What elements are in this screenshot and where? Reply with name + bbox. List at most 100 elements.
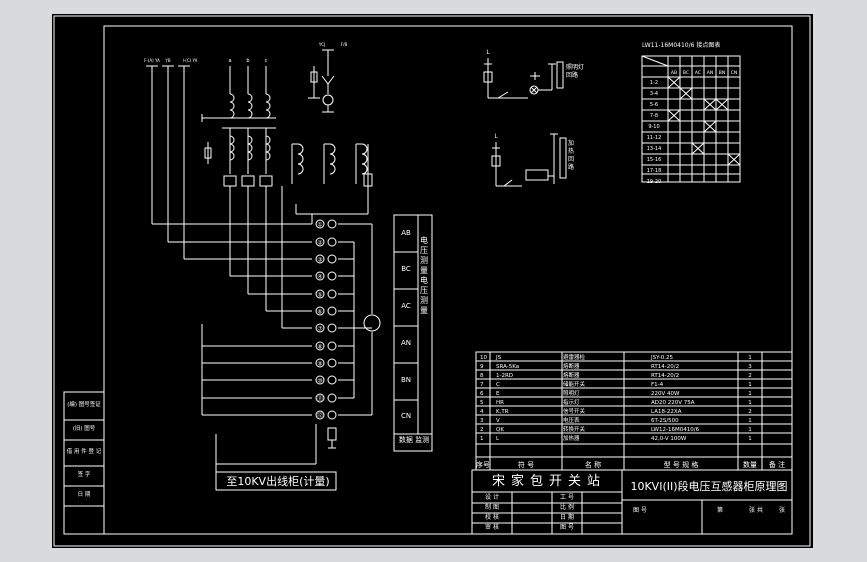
bom-cell: 3 (480, 418, 484, 424)
bus-label: F-(A) YA (144, 58, 160, 63)
contact-chart-frame (641, 55, 741, 183)
contact-row-label: 13-14 (647, 146, 662, 152)
measurement-label: BN (401, 376, 411, 384)
bom-cell: V (496, 418, 500, 424)
bom-table-frame (475, 351, 793, 471)
bom-cell: RT14-20/2 (651, 364, 679, 370)
contact-row-label: 19-20 (647, 179, 662, 185)
terminal-circle (327, 289, 337, 299)
bom-cell: F1-4 (651, 382, 664, 388)
inner-frame (103, 25, 793, 535)
lamp-circuit-label: 照明灯回路 (566, 64, 585, 79)
contact-col-label: BC (683, 70, 689, 76)
terminal-number: ⑩ (317, 378, 322, 385)
terminal-feed-lines (201, 204, 368, 416)
measurement-label: BC (401, 265, 411, 273)
terminal-number: ⑤ (317, 292, 322, 299)
bom-cell: 1 (748, 391, 752, 397)
bom-cell: 2 (480, 427, 484, 433)
bom-cell: SRA-5Ka (496, 364, 519, 370)
terminal-circle (315, 271, 325, 281)
caption-box (215, 471, 337, 491)
bom-cell: 加热器 (563, 434, 580, 442)
terminal-circle (315, 393, 325, 403)
bom-cell: 9 (480, 364, 484, 370)
bom-cell: 5 (480, 400, 484, 406)
lamp-phase-label: L (486, 49, 490, 56)
arrester-circuit (308, 49, 335, 113)
stamp-label: 日 期 (78, 491, 91, 498)
bom-cell: 1 (480, 436, 484, 442)
bom-cell: 信号开关 (563, 407, 586, 415)
terminal-circle (327, 219, 337, 229)
left-stamp-block (63, 391, 105, 535)
bom-cell: HR (496, 400, 504, 406)
heater-circuit-label: 加热回路 (568, 140, 575, 171)
bom-cell: LA18-22XA (651, 409, 682, 415)
sheet-label: 张 (779, 506, 785, 514)
terminal-number: ③ (317, 257, 322, 264)
contact-chart-title: LW11-16M0410/6 接点图表 (642, 42, 721, 49)
bom-cell: 6 (480, 391, 484, 397)
contact-row-label: 5-6 (650, 102, 658, 108)
bus-wires (146, 65, 312, 260)
terminal-circle (327, 254, 337, 264)
terminal-number: ⑪ (317, 395, 323, 403)
terminal-circle (327, 341, 337, 351)
bom-cell: 6T-2S/500 (651, 418, 679, 424)
terminal-circle (327, 323, 337, 333)
bom-cell: 1 (748, 382, 752, 388)
sheet-label: 第 (717, 506, 723, 514)
bom-header: 序号 (476, 460, 490, 469)
phase-label: c (265, 58, 268, 64)
bom-cell: 3 (748, 364, 752, 370)
measurement-table-frame (393, 214, 433, 452)
fuse-row (223, 173, 373, 328)
title-block-frame (471, 469, 793, 535)
bus-label: I-(C) YA (183, 58, 198, 63)
bom-header: 符 号 (518, 460, 534, 469)
title-mid-label: 比 例 (560, 503, 574, 511)
bom-cell: AD20 220V 75A (651, 400, 695, 406)
bom-cell: 照明灯 (563, 389, 580, 397)
bom-cell: 4 (480, 409, 484, 415)
bom-cell: 指示灯 (563, 398, 580, 406)
bom-cell: 避雷器检 (563, 353, 586, 361)
bom-cell: 220V 40W (651, 391, 680, 397)
terminal-circle (315, 375, 325, 385)
title-mid-label: 图 号 (560, 524, 574, 531)
contact-row-label: 9-10 (648, 124, 659, 130)
contact-col-label: AN (707, 70, 713, 76)
terminal-circle (327, 375, 337, 385)
bom-header: 名 称 (585, 460, 601, 469)
bom-cell: 1 (748, 427, 752, 433)
terminal-circle (315, 410, 325, 420)
bottom-caption: 至10KV出线柜(计量) (226, 475, 330, 488)
terminal-number: ⑥ (317, 309, 322, 316)
bom-cell: 熔断器 (563, 371, 580, 379)
bom-cell: 2 (748, 373, 752, 379)
arrester-label: F/B (341, 42, 348, 47)
bom-cell: QK (496, 427, 504, 433)
lamp-circuit (483, 58, 564, 99)
title-mid-label: 日 期 (560, 513, 574, 521)
terminal-circle (315, 237, 325, 247)
bom-cell: 1 (748, 355, 752, 361)
heater-phase-label: L (494, 133, 498, 140)
terminal-number: ⑧ (317, 344, 322, 351)
measurement-label: AN (401, 339, 411, 347)
phase-label: b (246, 58, 249, 64)
terminal-circle (315, 289, 325, 299)
contact-col-label: CN (731, 70, 738, 76)
bom-cell: JSY-0.25 (650, 355, 674, 361)
bom-cell: C (496, 382, 500, 388)
heater-circuit (491, 133, 567, 187)
title-row-label: 制 图 (485, 503, 499, 511)
bom-header: 数量 (743, 460, 757, 469)
terminal-circle (327, 393, 337, 403)
terminal-circle (327, 306, 337, 316)
contact-col-label: AB (671, 70, 677, 76)
terminal-circle (327, 410, 337, 420)
terminal-circle (315, 219, 325, 229)
sheet-label: 张 共 (749, 506, 763, 514)
